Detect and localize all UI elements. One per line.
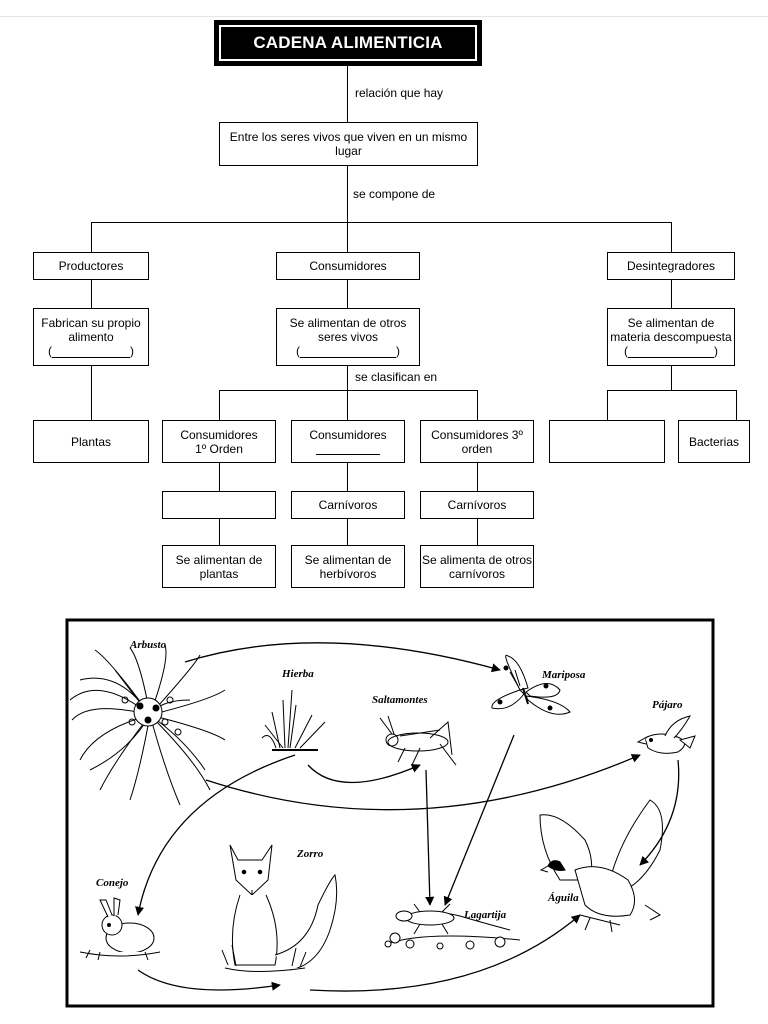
definition-box: Entre los seres vivos que viven en un mi… bbox=[219, 122, 478, 166]
grass-icon bbox=[261, 689, 326, 751]
description-consumers: Se alimentan de otros seres vivos () bbox=[276, 308, 420, 366]
connector bbox=[219, 390, 220, 420]
example-label: Plantas bbox=[70, 434, 112, 449]
link-label-classified: se clasifican en bbox=[355, 370, 438, 384]
page-title: CADENA ALIMENTICIA bbox=[219, 25, 477, 61]
order-third: Consumidores 3º orden bbox=[420, 420, 534, 463]
label-zorro: Zorro bbox=[296, 848, 324, 860]
connector bbox=[347, 463, 348, 491]
type-label: Carnívoros bbox=[318, 498, 378, 512]
connector bbox=[219, 390, 478, 391]
lizard-icon bbox=[384, 903, 521, 950]
category-label: Desintegradores bbox=[626, 259, 716, 273]
category-decomposers: Desintegradores bbox=[607, 252, 735, 280]
shrub-icon bbox=[69, 644, 226, 806]
category-label: Productores bbox=[58, 259, 124, 273]
bird-icon bbox=[636, 715, 696, 754]
link-label-relation: relación que hay bbox=[355, 86, 444, 100]
type-third: Carnívoros bbox=[420, 491, 534, 519]
connector bbox=[477, 519, 478, 545]
description-decomposers: Se alimentan de materia descompuesta () bbox=[607, 308, 735, 366]
example-decomposer-blank bbox=[549, 420, 665, 463]
description-text: Fabrican su propio alimento bbox=[41, 316, 141, 344]
diet-label: Se alimenta de otros carnívoros bbox=[421, 552, 533, 581]
connector bbox=[607, 390, 608, 420]
description-text: Se alimentan de materia descompuesta bbox=[610, 316, 732, 344]
connector bbox=[347, 280, 348, 308]
category-producers: Productores bbox=[33, 252, 149, 280]
answer-blank: () bbox=[296, 344, 400, 358]
title-banner: CADENA ALIMENTICIA bbox=[214, 20, 482, 66]
diet-third: Se alimenta de otros carnívoros bbox=[420, 545, 534, 588]
order-label: Consumidores 1º Orden bbox=[180, 427, 258, 456]
connector bbox=[91, 222, 92, 252]
label-hierba: Hierba bbox=[281, 668, 314, 680]
diet-second: Se alimentan de herbívoros bbox=[291, 545, 405, 588]
connector bbox=[671, 366, 672, 390]
connector bbox=[219, 463, 220, 491]
connector bbox=[91, 222, 672, 223]
eagle-icon bbox=[539, 799, 663, 933]
order-label: Consumidores 3º orden bbox=[431, 427, 523, 456]
connector bbox=[671, 280, 672, 308]
connector bbox=[671, 222, 672, 252]
fox-icon bbox=[221, 844, 338, 972]
connector bbox=[347, 519, 348, 545]
diet-first: Se alimentan de plantas bbox=[162, 545, 276, 588]
label-lagartija: Lagartija bbox=[463, 909, 507, 921]
connector bbox=[347, 166, 348, 222]
order-second: Consumidores bbox=[291, 420, 405, 463]
category-label: Consumidores bbox=[309, 259, 387, 273]
connector bbox=[91, 280, 92, 308]
definition-text: Entre los seres vivos que viven en un mi… bbox=[229, 130, 468, 158]
connector bbox=[347, 222, 348, 252]
butterfly-icon bbox=[491, 654, 571, 715]
label-conejo: Conejo bbox=[96, 877, 129, 889]
label-mariposa: Mariposa bbox=[541, 669, 586, 681]
connector bbox=[477, 390, 478, 420]
order-label: Consumidores bbox=[309, 428, 387, 442]
label-aguila: Águila bbox=[547, 892, 579, 904]
grasshopper-icon bbox=[379, 715, 457, 766]
connector bbox=[607, 390, 737, 391]
label-arbusto: Arbusto bbox=[129, 639, 167, 651]
example-label: Bacterias bbox=[688, 434, 740, 449]
description-producers: Fabrican su propio alimento () bbox=[33, 308, 149, 366]
food-web-arrows bbox=[135, 642, 680, 992]
order-first: Consumidores 1º Orden bbox=[162, 420, 276, 463]
answer-blank: () bbox=[48, 344, 134, 358]
category-consumers: Consumidores bbox=[276, 252, 420, 280]
label-pajaro: Pájaro bbox=[652, 699, 683, 711]
type-first bbox=[162, 491, 276, 519]
type-second: Carnívoros bbox=[291, 491, 405, 519]
connector bbox=[347, 366, 348, 390]
answer-blank bbox=[316, 444, 380, 455]
connector bbox=[736, 390, 737, 420]
connector bbox=[347, 66, 348, 122]
label-saltamontes: Saltamontes bbox=[372, 694, 428, 706]
top-divider bbox=[0, 16, 768, 17]
example-plants: Plantas bbox=[33, 420, 149, 463]
description-text: Se alimentan de otros seres vivos bbox=[289, 316, 407, 344]
answer-blank: () bbox=[624, 344, 718, 358]
link-label-composed: se compone de bbox=[353, 187, 436, 201]
connector bbox=[219, 519, 220, 545]
diet-label: Se alimentan de plantas bbox=[175, 552, 263, 581]
connector bbox=[91, 366, 92, 420]
type-label: Carnívoros bbox=[447, 498, 507, 512]
example-bacteria: Bacterias bbox=[678, 420, 750, 463]
food-web-frame bbox=[65, 618, 715, 1008]
connector bbox=[477, 463, 478, 491]
rabbit-icon bbox=[79, 897, 161, 961]
diet-label: Se alimentan de herbívoros bbox=[304, 552, 392, 581]
connector bbox=[347, 390, 348, 420]
